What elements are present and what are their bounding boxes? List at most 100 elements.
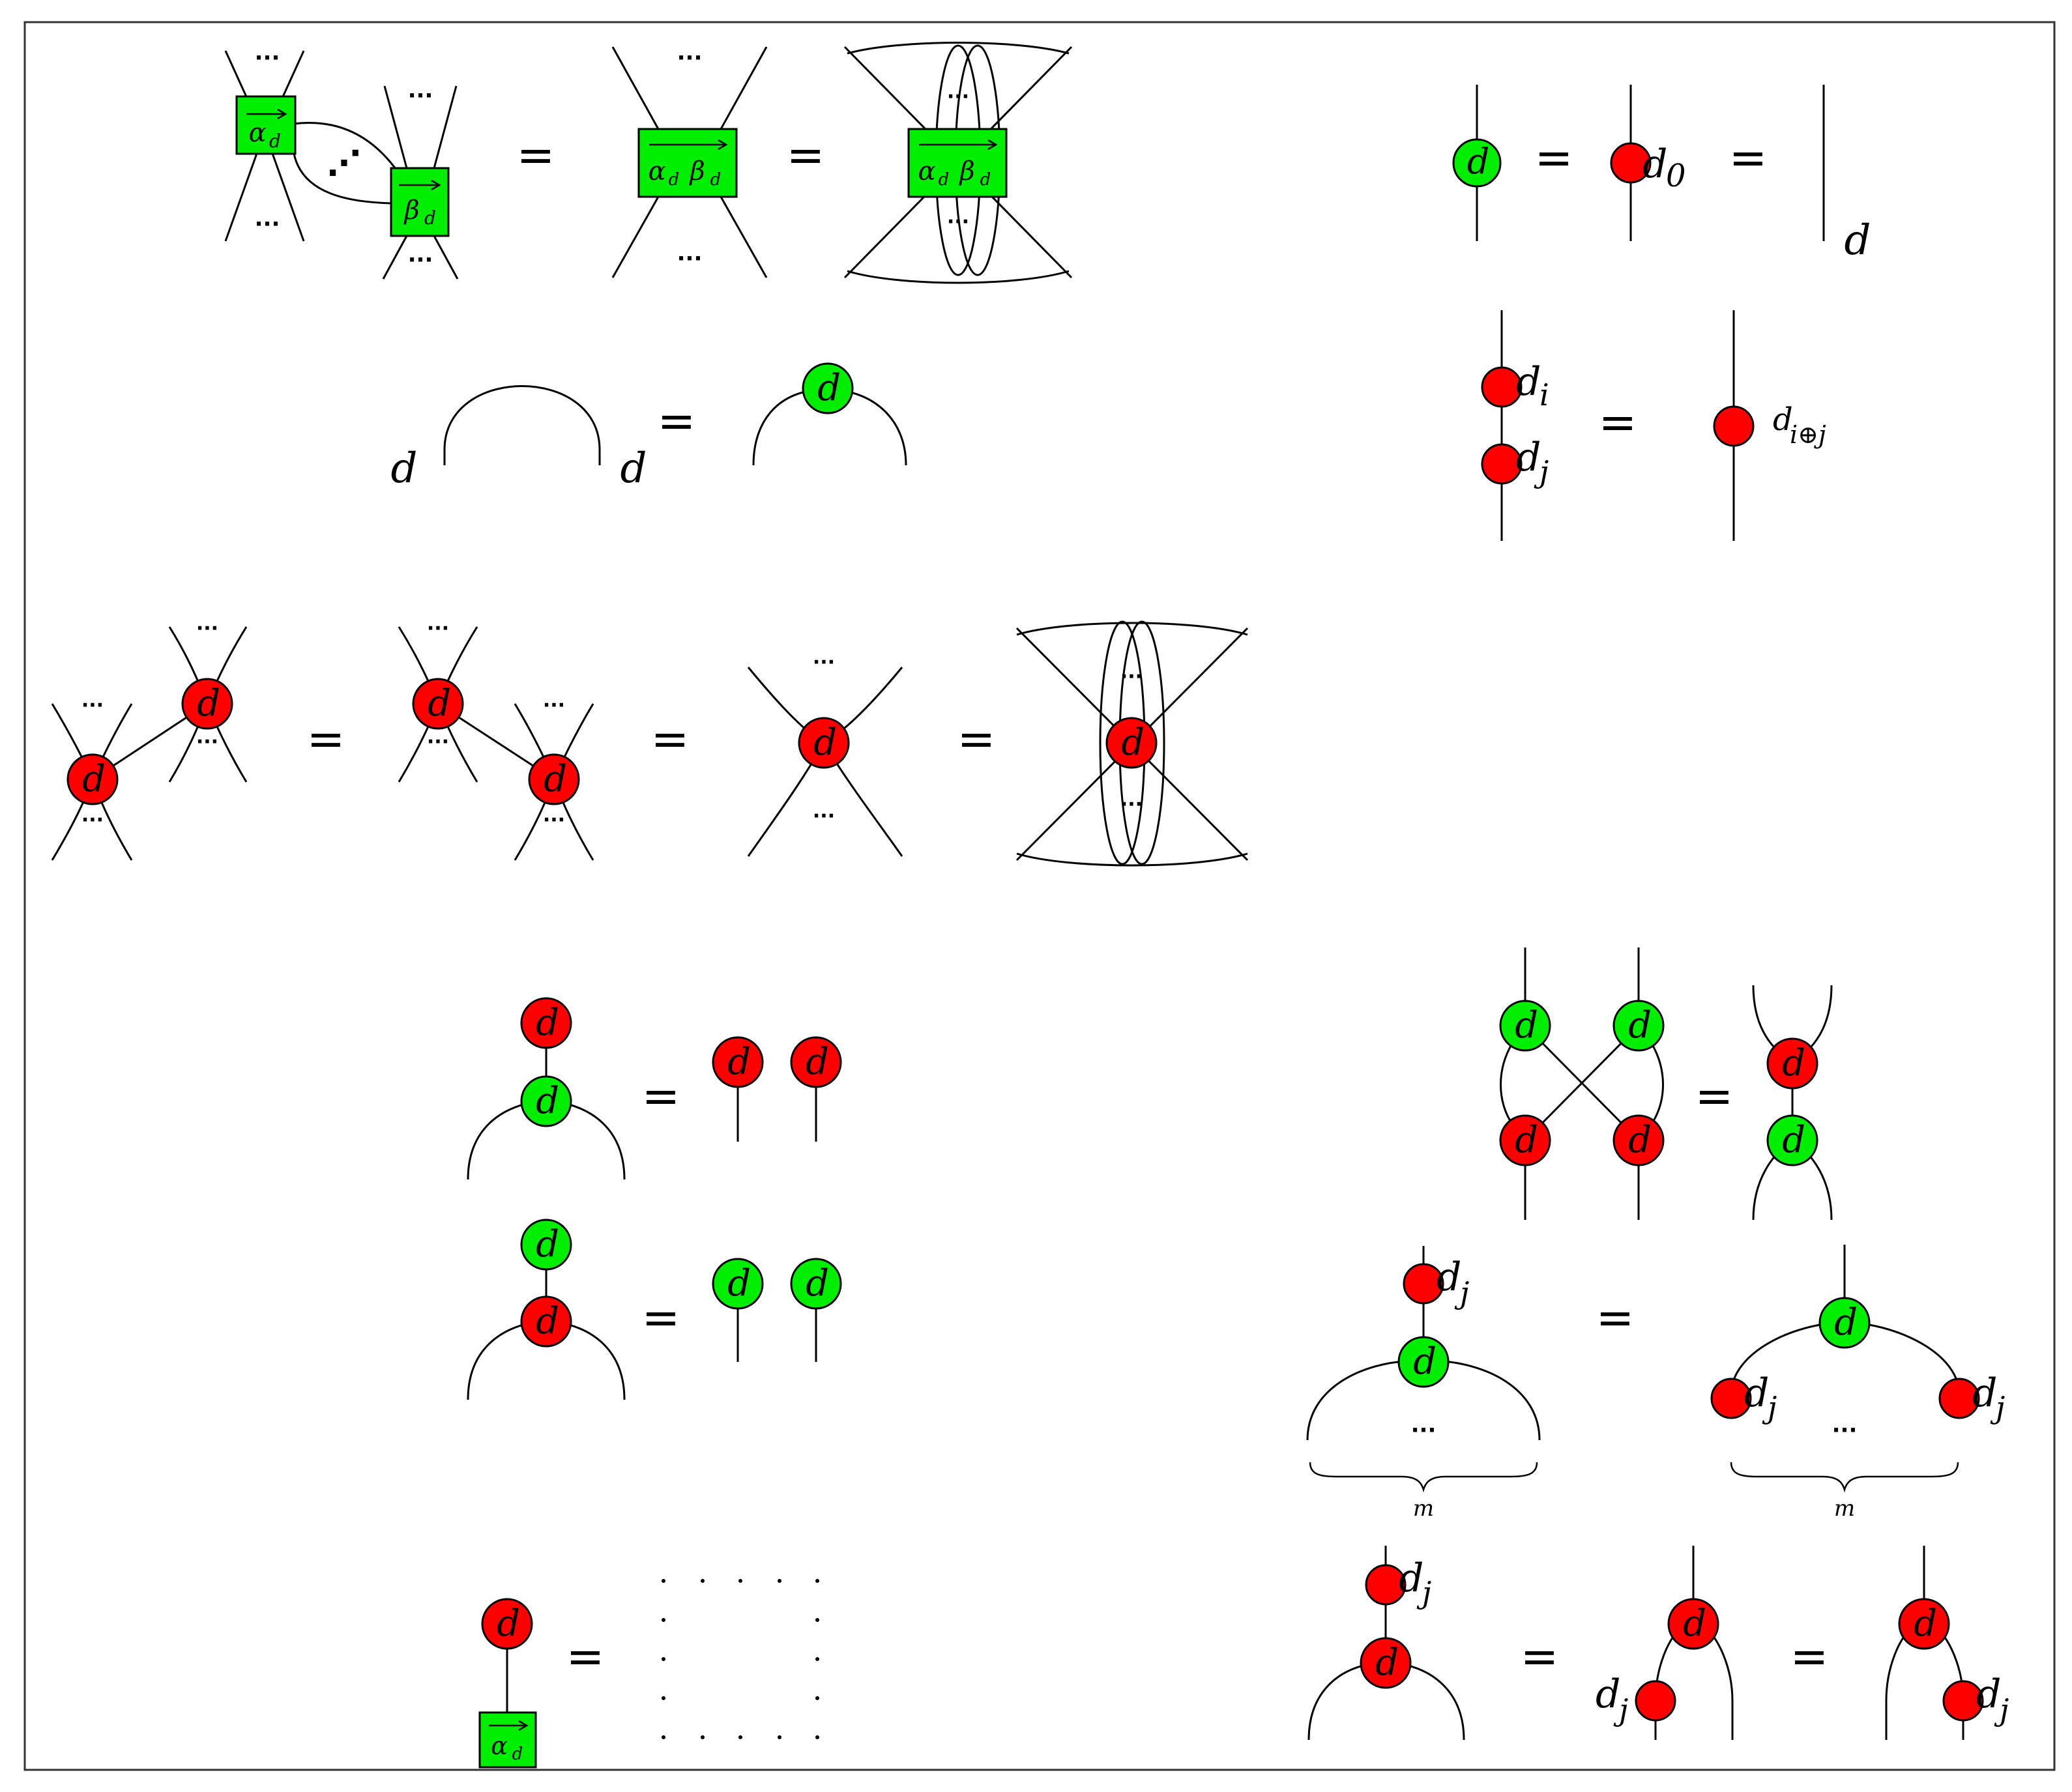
node-label: d (536, 1002, 559, 1044)
node-label: d (1413, 1340, 1437, 1383)
phase-label: d (1773, 401, 1793, 438)
square-node-alpha (478, 1711, 537, 1769)
node-label: d (1467, 141, 1490, 182)
node-label: d (1515, 1119, 1538, 1161)
phase-label: d (1399, 1555, 1423, 1601)
rule-state: d α d = (478, 1579, 819, 1769)
equals-sign: = (1596, 1291, 1635, 1344)
outer-frame (23, 21, 2056, 1771)
equals-sign: = (642, 1291, 680, 1344)
ellipsis: ··· (81, 809, 104, 831)
node-label: d (1834, 1301, 1858, 1344)
red-node (1105, 717, 1158, 769)
alpha-sub: d (939, 170, 950, 190)
node-label: d (428, 682, 451, 725)
square-node-beta (390, 167, 450, 237)
node-label: d (1683, 1602, 1706, 1645)
equals-sign: = (1729, 131, 1768, 184)
rule-phase-copy: d j d ··· m = d d j d j ··· m (1306, 1245, 2005, 1522)
red-node (1481, 366, 1523, 408)
underbrace (1730, 1462, 1959, 1493)
rule-copy-green: d d = d d (467, 1219, 842, 1400)
equals-sign: = (787, 128, 825, 182)
node-label: d (536, 1223, 559, 1265)
alpha-sub: d (512, 1744, 523, 1764)
red-node (1766, 1037, 1818, 1090)
red-node (1403, 1263, 1444, 1305)
vector-arrow-head (518, 1720, 529, 1731)
ellipsis: ··· (408, 83, 433, 109)
red-node (1499, 1114, 1551, 1166)
ellipsis: ··· (813, 651, 835, 674)
equals-sign: = (517, 128, 555, 182)
red-node (1610, 142, 1652, 184)
node-label: d (82, 758, 106, 800)
ellipsis: ··· (1411, 1417, 1437, 1443)
node-label: d (1782, 1042, 1805, 1084)
red-node (1710, 1378, 1752, 1419)
vector-arrow-head (987, 139, 998, 151)
red-node (1898, 1598, 1950, 1650)
node-label: d (727, 1262, 751, 1305)
beta-sub: d (710, 170, 722, 190)
green-node (1499, 1000, 1551, 1052)
red-node (790, 1036, 842, 1088)
ellipsis: ··· (255, 211, 280, 237)
node-label: d (806, 1262, 829, 1305)
diagonal-dots: ⋰ (327, 144, 361, 183)
ellipsis: ··· (196, 617, 218, 640)
phase-sub: 0 (1666, 158, 1686, 194)
rule-cup: d d = d (391, 362, 907, 493)
vector-arrow-head (431, 179, 441, 191)
ellipsis: ··· (427, 617, 449, 640)
equals-sign: = (566, 1630, 605, 1683)
wire-label: d (620, 444, 647, 493)
node-label: d (197, 682, 220, 725)
rule-red-fusion: ··· ··· d ··· ··· d = ··· ··· d ··· ··· … (51, 617, 1249, 867)
ellipsis: ··· (1832, 1417, 1858, 1443)
connecting-arc (293, 122, 400, 174)
equals-sign: = (1599, 396, 1637, 449)
ellipsis: ··· (196, 730, 218, 753)
red-node (1481, 443, 1523, 485)
node-label: d (806, 1041, 829, 1083)
vector-arrow-head (718, 139, 728, 151)
red-node (1612, 1114, 1665, 1166)
green-node (802, 362, 854, 414)
phase-label: d (1976, 1671, 2001, 1717)
red-node (712, 1036, 764, 1088)
red-node (1942, 1680, 1984, 1722)
beta-label: β (958, 156, 974, 186)
alpha-label: α (918, 156, 935, 186)
green-node (520, 1075, 572, 1127)
equals-sign: = (642, 1069, 680, 1123)
ellipsis: ··· (947, 210, 969, 233)
red-node (520, 1295, 572, 1348)
beta-label: β (403, 195, 419, 225)
ellipsis: ··· (1120, 793, 1143, 816)
ellipsis: ··· (427, 730, 449, 753)
ellipsis: ··· (813, 805, 835, 828)
equals-sign: = (957, 712, 996, 766)
alpha-label: α (491, 1731, 508, 1760)
wire-label: d (391, 444, 418, 493)
green-node (790, 1258, 842, 1310)
beta-sub: d (980, 170, 991, 190)
ellipsis: ··· (81, 694, 104, 717)
rule-commute: d j d = d d j = d d j (1307, 1546, 2009, 1741)
red-node (798, 717, 850, 769)
brace-label: m (1834, 1496, 1855, 1522)
green-node (1612, 1000, 1665, 1052)
equals-sign: = (307, 712, 345, 766)
phase-label: d (1516, 359, 1541, 405)
rule-copy-red: d d = d d (467, 997, 842, 1180)
equals-sign: = (1790, 1630, 1829, 1683)
green-node (520, 1219, 572, 1271)
red-node (1938, 1378, 1980, 1419)
phase-label: d (1642, 141, 1667, 187)
red-node (520, 997, 572, 1049)
node-label: d (1628, 1119, 1652, 1161)
green-node (1818, 1297, 1871, 1349)
phase-label: d (1744, 1370, 1769, 1416)
